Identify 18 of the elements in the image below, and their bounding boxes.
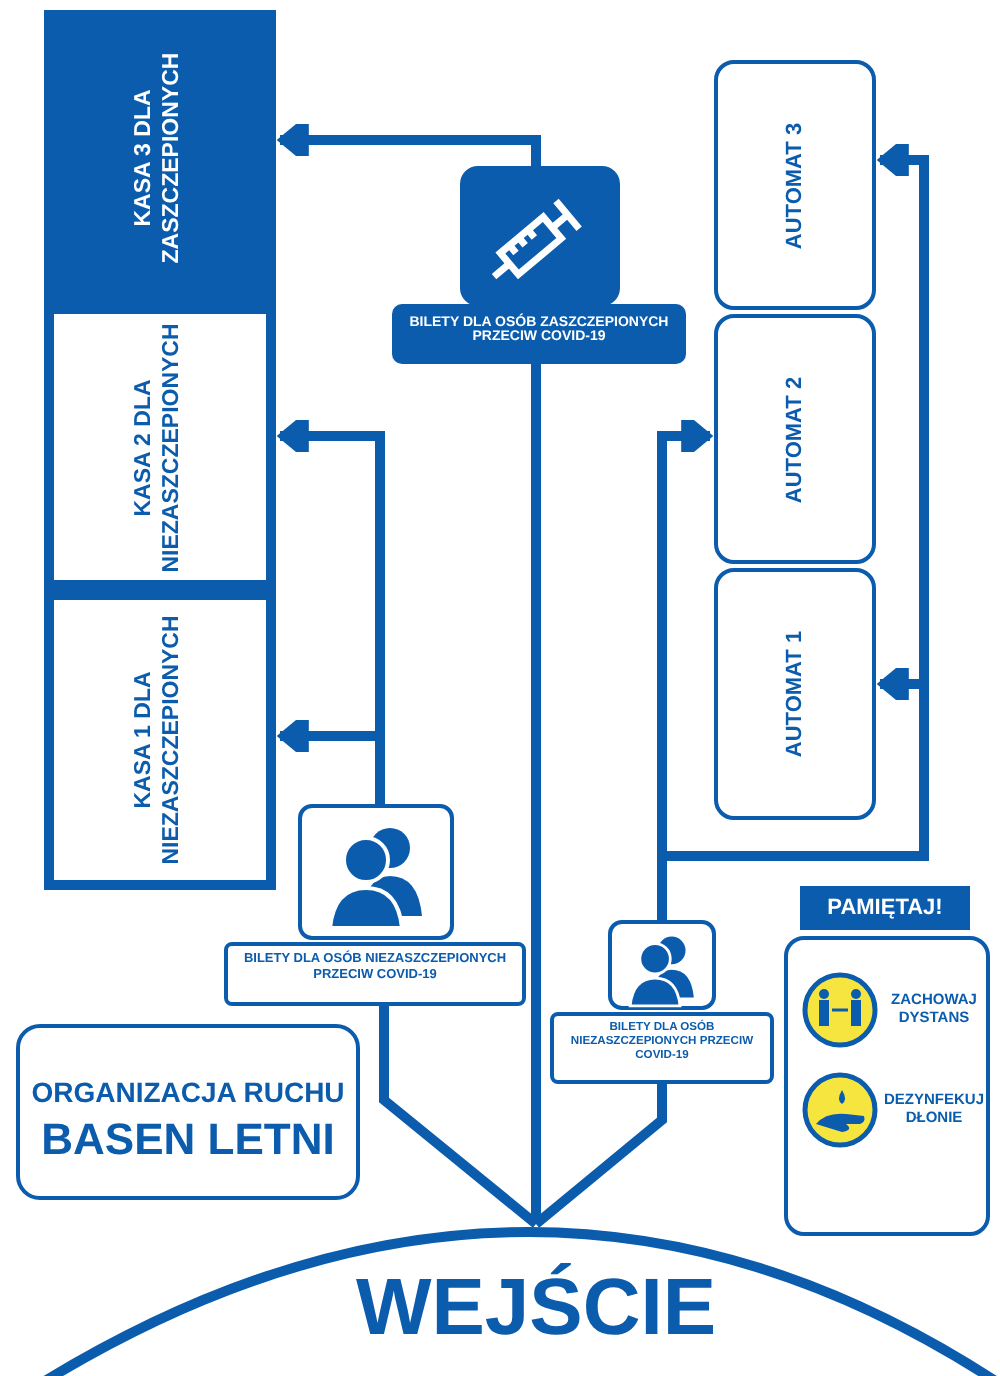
cashier-label: KASA 1 DLA NIEZASZCZEPIONYCH — [132, 613, 186, 869]
connector-line — [532, 1084, 667, 1228]
cashier-label: KASA 3 DLA ZASZCZEPIONYCH — [132, 49, 186, 267]
ticket-machine-box — [714, 314, 876, 564]
title-box — [16, 1024, 360, 1200]
ticket-machine-box — [714, 60, 876, 310]
connector-line — [379, 1006, 540, 1228]
machine-label: AUTOMAT 1 — [781, 628, 808, 762]
entrance-label: WEJŚCIE — [353, 1264, 719, 1352]
reminder-header: PAMIĘTAJ! — [800, 886, 970, 930]
ticket-machine-box — [714, 568, 876, 820]
cashier-box — [44, 10, 276, 304]
machine-label: AUTOMAT 3 — [781, 119, 808, 253]
cashier-label: KASA 2 DLA NIEZASZCZEPIONYCH — [132, 320, 186, 576]
title-text: ORGANIZACJA RUCHU — [29, 1074, 347, 1112]
machine-label: AUTOMAT 2 — [781, 373, 808, 507]
cashier-box — [44, 590, 276, 890]
title-text: BASEN LETNI — [39, 1112, 337, 1168]
